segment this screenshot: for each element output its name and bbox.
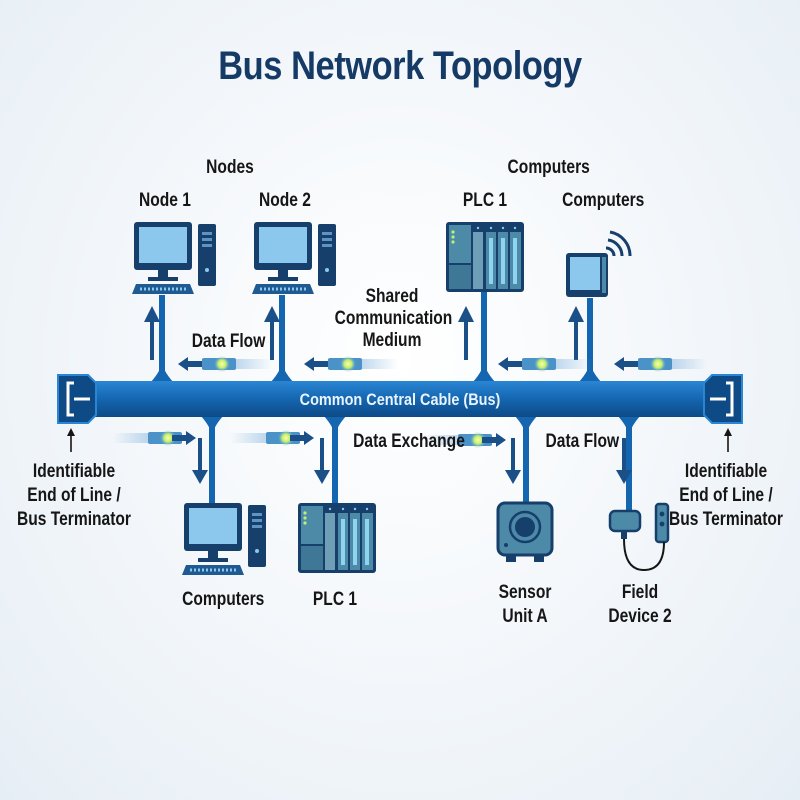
right-terminator-label-3: Bus Terminator	[668, 509, 783, 530]
top-plc-label: PLC 1	[462, 190, 508, 211]
data-flow-bottom-label: Data Flow	[545, 431, 620, 452]
top-plc-icon[interactable]	[446, 222, 524, 292]
left-terminator-label-1: Identifiable	[32, 461, 116, 482]
data-flow-arrows-down	[192, 438, 632, 484]
field-device-label-1: Field	[621, 582, 659, 603]
right-terminator-label-2: End of Line /	[679, 485, 773, 506]
bus-cable	[72, 381, 722, 417]
node-1-label: Node 1	[139, 190, 191, 211]
right-terminator-icon	[703, 374, 743, 424]
node-2-label: Node 2	[259, 190, 311, 211]
sensor-label-2: Unit A	[502, 606, 548, 627]
node-1-desktop-icon[interactable]	[130, 220, 218, 296]
data-flow-top-label: Data Flow	[191, 331, 266, 352]
data-packet-icon	[178, 356, 272, 372]
bottom-computers-label: Computers	[182, 589, 265, 610]
shared-medium-label-3: Medium	[362, 330, 422, 351]
data-packet-icon	[614, 356, 708, 372]
bottom-drop-lines	[200, 415, 641, 515]
page-title: Bus Network Topology	[218, 44, 582, 88]
sensor-icon[interactable]	[496, 501, 554, 562]
left-terminator-icon	[57, 374, 97, 424]
top-drop-lines	[150, 292, 602, 383]
wireless-terminal-icon[interactable]	[566, 230, 632, 297]
top-computers-label: Computers	[562, 190, 645, 211]
bottom-plc-icon[interactable]	[298, 503, 376, 573]
data-packet-icon	[304, 356, 398, 372]
field-device-label-2: Device 2	[608, 606, 672, 627]
terminator-pointer-arrows	[67, 428, 732, 452]
left-terminator-label-2: End of Line /	[27, 485, 121, 506]
data-packet-icon	[112, 430, 196, 446]
computers-group-label: Computers	[507, 157, 590, 178]
bottom-computer-desktop-icon[interactable]	[180, 501, 268, 577]
bottom-plc-label: PLC 1	[312, 589, 358, 610]
shared-medium-label-2: Communication	[334, 308, 453, 329]
field-device-icon[interactable]	[608, 502, 670, 572]
data-exchange-label: Data Exchange	[353, 431, 465, 452]
data-flow-arrows-up	[144, 306, 584, 360]
bus-label: Common Central Cable (Bus)	[299, 390, 501, 409]
right-terminator-label-1: Identifiable	[684, 461, 768, 482]
node-2-desktop-icon[interactable]	[250, 220, 338, 296]
left-terminator-label-3: Bus Terminator	[16, 509, 131, 530]
sensor-label-1: Sensor	[498, 582, 552, 603]
shared-medium-label-1: Shared	[365, 286, 419, 307]
nodes-group-label: Nodes	[206, 157, 254, 178]
data-packet-icon	[230, 430, 314, 446]
